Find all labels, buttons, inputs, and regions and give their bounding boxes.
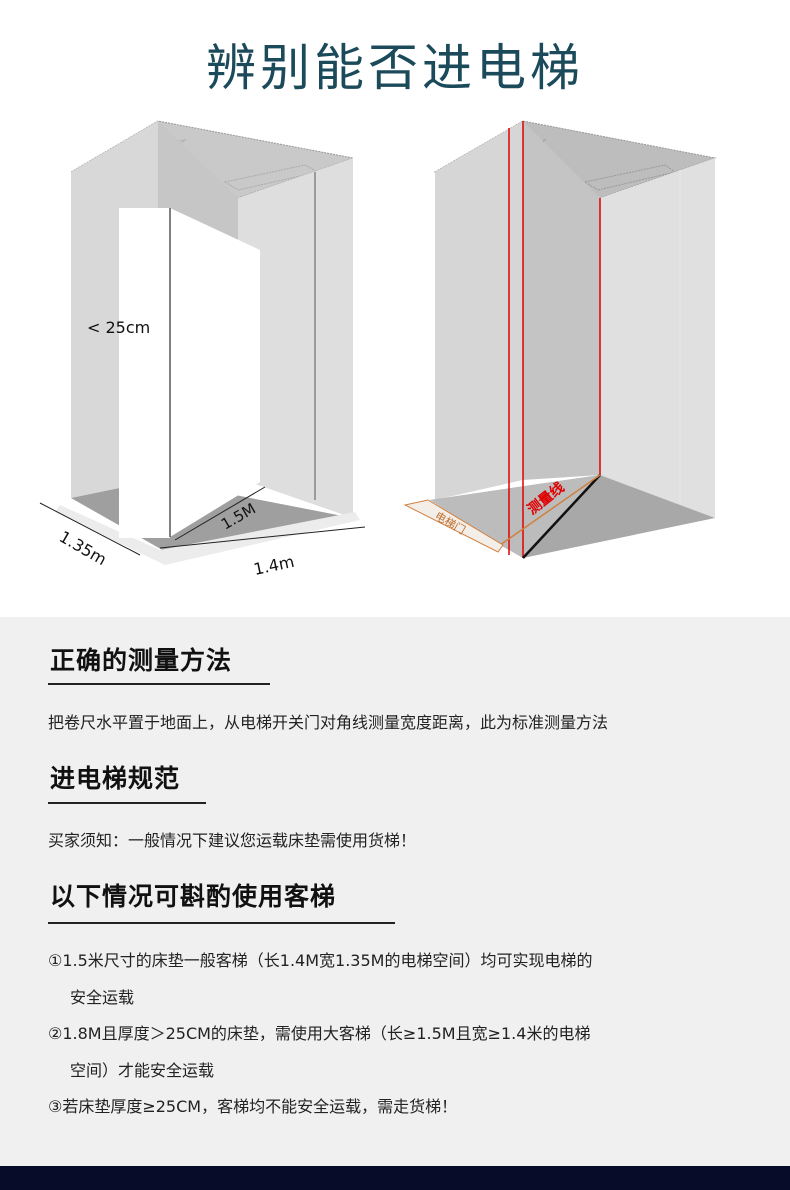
list-item: ③若床垫厚度≥25CM，客梯均不能安全运载，需走货梯！	[48, 1097, 458, 1116]
info-panel: 正确的测量方法 把卷尺水平置于地面上，从电梯开关门对角线测量宽度距离，此为标准测…	[0, 617, 790, 1166]
section-heading-rules: 进电梯规范	[50, 764, 181, 793]
heading-underline	[48, 683, 270, 685]
page-title: 辨别能否进电梯	[206, 39, 584, 97]
heading-underline	[48, 802, 206, 804]
thickness-label: < 25cm	[87, 318, 150, 337]
list-item: ①1.5米尺寸的床垫一般客梯（长1.4M宽1.35M的电梯空间）均可实现电梯的	[48, 951, 593, 970]
section-heading-passenger: 以下情况可斟酌使用客梯	[50, 882, 337, 911]
width-label: 1.4m	[252, 552, 296, 579]
list-item-cont: 安全运载	[70, 988, 135, 1007]
left-elevator-diagram: < 25cm 1.5M 1.35m 1.4m	[39, 120, 366, 579]
rules-text: 买家须知：一般情况下建议您运载床垫需使用货梯！	[48, 831, 417, 850]
footer-bar	[0, 1166, 790, 1190]
elevator-diagrams: < 25cm 1.5M 1.35m 1.4m 测量线 电梯门	[39, 120, 717, 579]
section-heading-measure: 正确的测量方法	[50, 646, 233, 675]
measure-text: 把卷尺水平置于地面上，从电梯开关门对角线测量宽度距离，此为标准测量方法	[48, 713, 609, 732]
right-elevator-diagram: 测量线 电梯门	[403, 120, 717, 559]
heading-underline	[48, 922, 395, 924]
list-item-cont: 空间）才能安全运载	[70, 1061, 215, 1080]
list-item: ②1.8M且厚度＞25CM的床垫，需使用大客梯（长≥1.5M且宽≥1.4米的电梯	[48, 1024, 591, 1043]
